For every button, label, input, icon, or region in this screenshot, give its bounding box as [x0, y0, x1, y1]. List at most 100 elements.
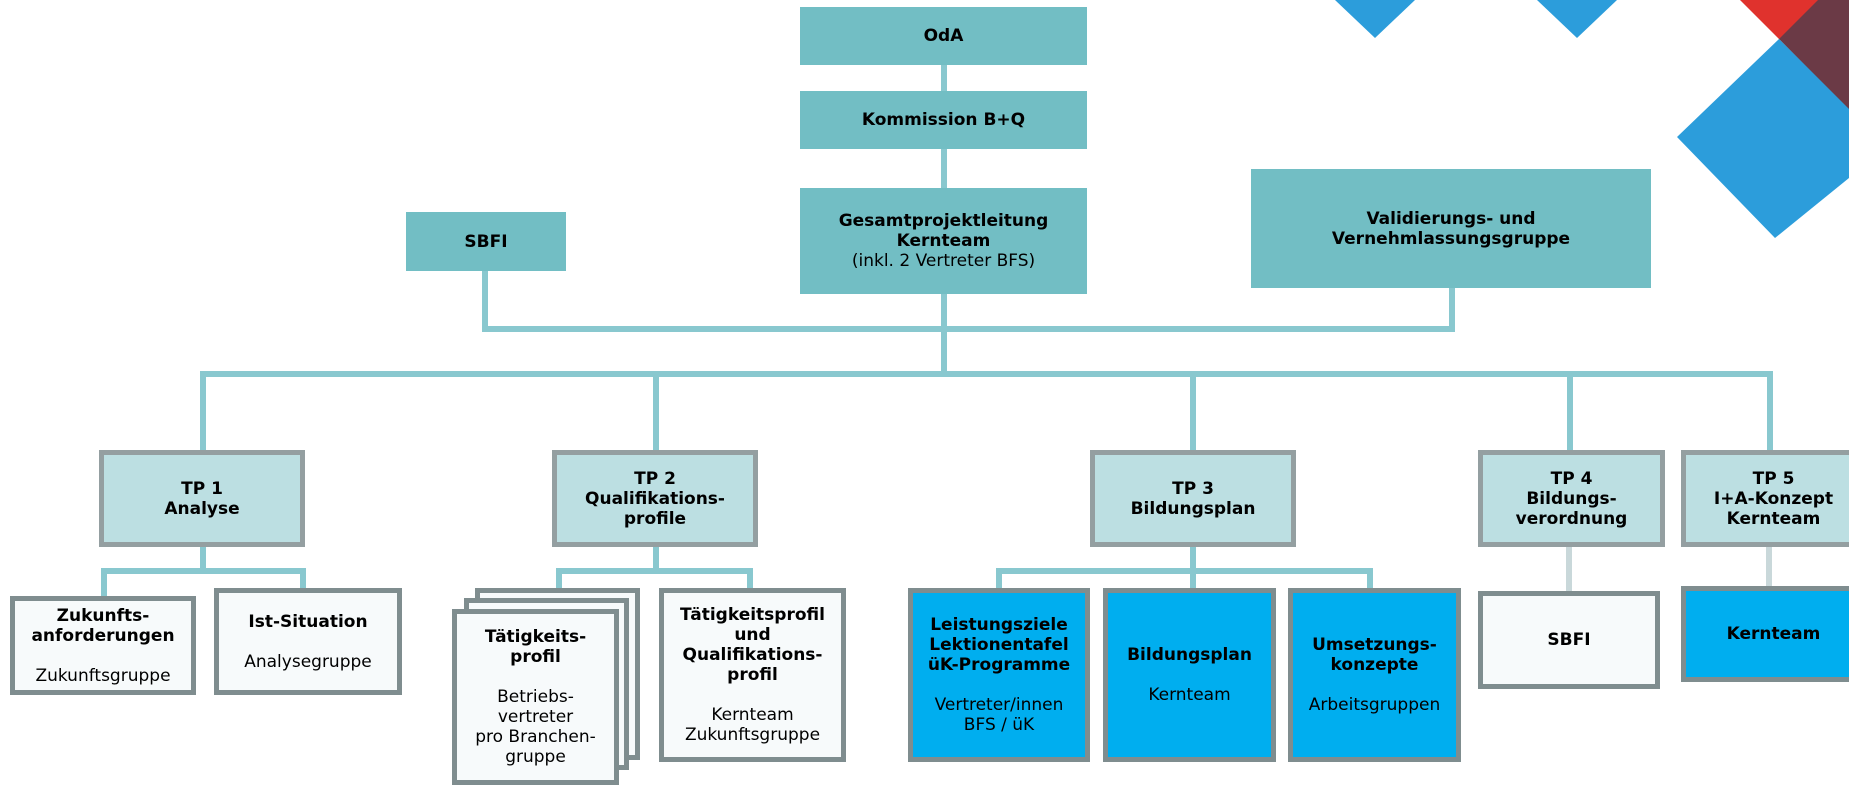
tp4-title-1: Bildungs- [1526, 488, 1617, 509]
connector-line [1449, 287, 1455, 330]
taetigkeitsprofil-qualifikationsprofil-box: Tätigkeitsprofil und Qualifikations- pro… [659, 588, 846, 762]
taet-sub-1: Betriebs- [497, 687, 574, 707]
tp3-number: TP 3 [1172, 478, 1214, 499]
zukunftsanforderungen-box: Zukunfts- anforderungen Zukunftsgruppe [10, 596, 196, 695]
tp5-kernteam-box: Kernteam [1681, 586, 1849, 682]
taet-sub-2: vertreter [497, 707, 574, 727]
um-title-2: konzepte [1330, 655, 1419, 675]
connector-line [200, 371, 206, 451]
validierung-line1: Validierungs- und [1366, 208, 1536, 229]
connector-line [482, 326, 1455, 332]
kommission-label: Kommission B+Q [861, 110, 1026, 130]
taet-sub-3: pro Branchen- [475, 727, 596, 747]
ist-situation-box: Ist-Situation Analysegruppe [214, 588, 402, 695]
connector-line [1766, 546, 1772, 588]
sbfi-top-label: SBFI [464, 231, 508, 252]
tq-title-2: und [734, 625, 771, 645]
tq-sub-2: Zukunftsgruppe [684, 725, 821, 745]
connector-line [653, 546, 659, 571]
ist-title: Ist-Situation [248, 611, 368, 632]
gesamt-title: Gesamtprojektleitung [838, 211, 1049, 231]
tp1-box: TP 1 Analyse [99, 450, 305, 547]
tp5-title-1: I+A-Konzept [1713, 488, 1834, 509]
gesamt-note: (inkl. 2 Vertreter BFS) [851, 251, 1036, 271]
tp2-box: TP 2 Qualifikations- profile [552, 450, 758, 547]
connector-line [556, 568, 753, 574]
sbfi-top-box: SBFI [406, 212, 566, 271]
oda-label: OdA [923, 26, 964, 46]
connector-line [941, 148, 947, 188]
taet-title-2: profil [510, 647, 561, 667]
tq-sub-1: Kernteam [711, 705, 794, 725]
tp3-box: TP 3 Bildungsplan [1090, 450, 1296, 547]
connector-line [200, 371, 1773, 377]
oda-box: OdA [800, 7, 1087, 65]
zukunft-subtitle: Zukunftsgruppe [35, 665, 171, 686]
connector-line [941, 64, 947, 92]
zukunft-title-1: Zukunfts- [56, 605, 150, 626]
lz-sub-2: BFS / üK [963, 715, 1035, 735]
connector-line [200, 546, 206, 571]
tp2-title-2: profile [623, 508, 687, 529]
tp2-number: TP 2 [634, 468, 676, 489]
connector-line [1567, 371, 1573, 451]
tp1-title: Analyse [164, 498, 240, 519]
gesamtprojektleitung-box: Gesamtprojektleitung Kernteam (inkl. 2 V… [800, 188, 1087, 294]
leistungsziele-box: Leistungsziele Lektionentafel üK-Program… [908, 588, 1090, 762]
diamond-decoration [1779, 0, 1849, 110]
validierung-box: Validierungs- und Vernehmlassungsgruppe [1251, 169, 1651, 288]
connector-line [996, 568, 1002, 590]
umsetzungskonzepte-box: Umsetzungs- konzepte Arbeitsgruppen [1288, 588, 1461, 762]
tp5-title-2: Kernteam [1726, 508, 1821, 529]
connector-line [1566, 546, 1572, 592]
taet-sub-4: gruppe [505, 747, 566, 767]
diamond-decoration [1537, 0, 1617, 38]
connector-line [1767, 371, 1773, 451]
tq-title-1: Tätigkeitsprofil [680, 605, 825, 625]
connector-line [653, 371, 659, 451]
bp-title: Bildungsplan [1127, 645, 1252, 665]
tq-title-3: Qualifikations- [682, 645, 823, 665]
tp4-number: TP 4 [1550, 468, 1593, 489]
tp2-title-1: Qualifikations- [585, 488, 725, 509]
tp5-kernteam-label: Kernteam [1726, 624, 1821, 644]
connector-line [1190, 568, 1196, 590]
connector-line [300, 568, 306, 598]
diamond-decoration [1335, 0, 1415, 38]
connector-line [101, 568, 306, 574]
connector-line [101, 568, 107, 598]
connector-line [1190, 546, 1196, 571]
um-title-1: Umsetzungs- [1312, 635, 1437, 655]
connector-line [747, 568, 753, 590]
taet-title-1: Tätigkeits- [484, 627, 587, 647]
tp4-sbfi-label: SBFI [1547, 630, 1591, 650]
lz-title-3: üK-Programme [927, 655, 1071, 675]
connector-line [996, 568, 1373, 574]
tq-title-4: profil [727, 665, 778, 685]
connector-line [941, 293, 947, 373]
zukunft-title-2: anforderungen [31, 625, 175, 646]
tp4-sbfi-box: SBFI [1478, 591, 1660, 689]
connector-line [482, 270, 488, 330]
ist-subtitle: Analysegruppe [244, 651, 372, 672]
lz-title-2: Lektionentafel [929, 635, 1069, 655]
tp5-box: TP 5 I+A-Konzept Kernteam [1681, 450, 1849, 547]
kommission-box: Kommission B+Q [800, 91, 1087, 149]
um-subtitle: Arbeitsgruppen [1308, 695, 1441, 715]
lz-sub-1: Vertreter/innen [934, 695, 1064, 715]
connector-line [1190, 371, 1196, 451]
tp4-title-2: verordnung [1515, 508, 1628, 529]
taetigkeitsprofil-box: Tätigkeits- profil Betriebs- vertreter p… [452, 609, 619, 785]
tp3-title: Bildungsplan [1130, 498, 1256, 519]
connector-line [556, 568, 562, 590]
tp1-number: TP 1 [181, 478, 223, 499]
diamond-decoration [1677, 39, 1849, 238]
bildungsplan-box: Bildungsplan Kernteam [1103, 588, 1276, 762]
bp-subtitle: Kernteam [1148, 685, 1231, 705]
tp5-number: TP 5 [1752, 468, 1795, 489]
gesamt-subtitle: Kernteam [896, 231, 991, 251]
validierung-line2: Vernehmlassungsgruppe [1331, 228, 1571, 249]
lz-title-1: Leistungsziele [930, 615, 1068, 635]
connector-line [1367, 568, 1373, 590]
